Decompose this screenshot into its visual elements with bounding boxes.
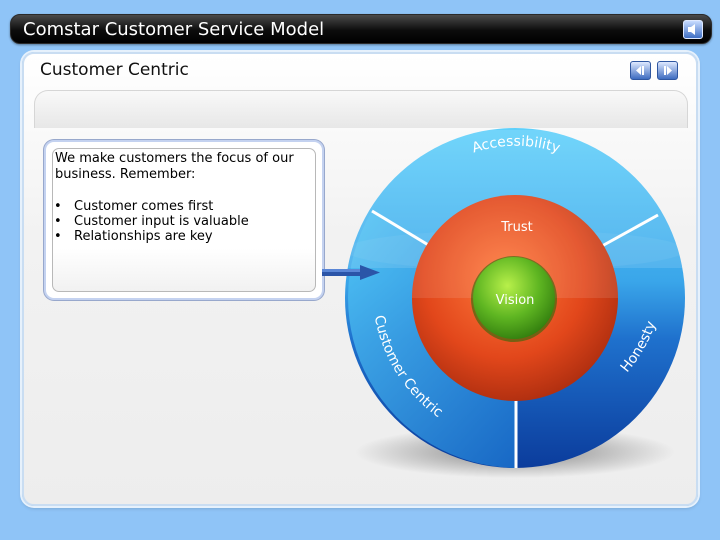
next-button[interactable]: [657, 61, 678, 80]
sound-button[interactable]: [683, 20, 703, 39]
segment-label-accessibility: Accessibility: [470, 134, 562, 157]
vision-circle: [473, 257, 555, 339]
speaker-icon: [688, 24, 695, 35]
vision-label: Vision: [496, 293, 535, 308]
content-header-strip: [34, 90, 688, 128]
info-callout: We make customers the focus of our busin…: [44, 140, 324, 300]
title-bar: Comstar Customer Service Model: [10, 14, 712, 44]
trust-label: Trust: [500, 220, 532, 235]
page-title: Customer Centric: [40, 60, 189, 80]
callout-intro: We make customers the focus of our busin…: [55, 151, 294, 182]
app-title: Comstar Customer Service Model: [23, 19, 325, 40]
bullet-item: Customer comes first: [54, 199, 249, 214]
arrow-right-icon: [664, 66, 672, 75]
connector-arrow: [322, 265, 380, 280]
bullet-item: Customer input is valuable: [54, 214, 249, 229]
arrow-left-icon: [636, 66, 644, 75]
previous-button[interactable]: [630, 61, 651, 80]
callout-list: Customer comes first Customer input is v…: [54, 199, 249, 244]
bullet-item: Relationships are key: [54, 229, 249, 244]
